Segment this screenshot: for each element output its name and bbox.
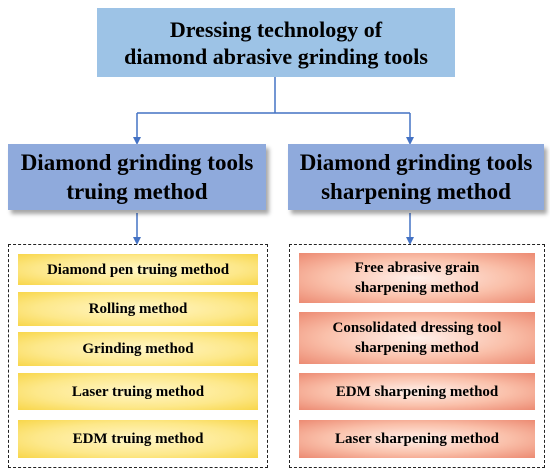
- sharpening-category-line2: sharpening method: [321, 179, 511, 204]
- sharpening-method-label-line1: Consolidated dressing tool: [332, 320, 502, 336]
- truing-method-label: Laser truing method: [71, 383, 205, 400]
- truing-method-label: Rolling method: [88, 301, 188, 317]
- truing-method-item: Laser truing method: [18, 373, 258, 410]
- sharpening-category-node: Diamond grinding tools sharpening method: [288, 144, 544, 210]
- truing-methods-group: [8, 244, 268, 468]
- truing-category-line2: truing method: [66, 179, 208, 204]
- sharpening-method-label: Laser sharpening method: [335, 431, 499, 447]
- truing-method-item: Diamond pen truing method: [18, 254, 258, 285]
- truing-method-item: Grinding method: [18, 332, 258, 366]
- sharpening-category-line1: Diamond grinding tools: [299, 150, 533, 175]
- truing-category-line1: Diamond grinding tools: [20, 150, 254, 175]
- sharpening-method-item: Laser sharpening method: [299, 420, 535, 458]
- sharpening-method-label: EDM sharpening method: [335, 383, 499, 400]
- sharpening-method-item: EDM sharpening method: [299, 373, 535, 410]
- truing-method-item: EDM truing method: [18, 420, 258, 458]
- truing-method-item: Rolling method: [18, 292, 258, 326]
- root-node: Dressing technology of diamond abrasive …: [97, 8, 455, 77]
- root-title-line1: Dressing technology of: [169, 16, 383, 42]
- sharpening-method-item: Consolidated dressing tool sharpening me…: [299, 312, 535, 364]
- root-title-line2: diamond abrasive grinding tools: [124, 43, 428, 69]
- sharpening-method-label-line2: sharpening method: [355, 280, 479, 296]
- sharpening-method-item: Free abrasive grain sharpening method: [299, 253, 535, 303]
- truing-method-label: Diamond pen truing method: [46, 261, 230, 278]
- truing-method-label: Grinding method: [82, 341, 194, 357]
- sharpening-methods-group: [289, 244, 545, 468]
- sharpening-method-label-line1: Free abrasive grain: [354, 260, 480, 276]
- truing-category-node: Diamond grinding tools truing method: [8, 144, 266, 210]
- truing-method-label: EDM truing method: [72, 431, 204, 447]
- sharpening-method-label-line2: sharpening method: [355, 340, 479, 356]
